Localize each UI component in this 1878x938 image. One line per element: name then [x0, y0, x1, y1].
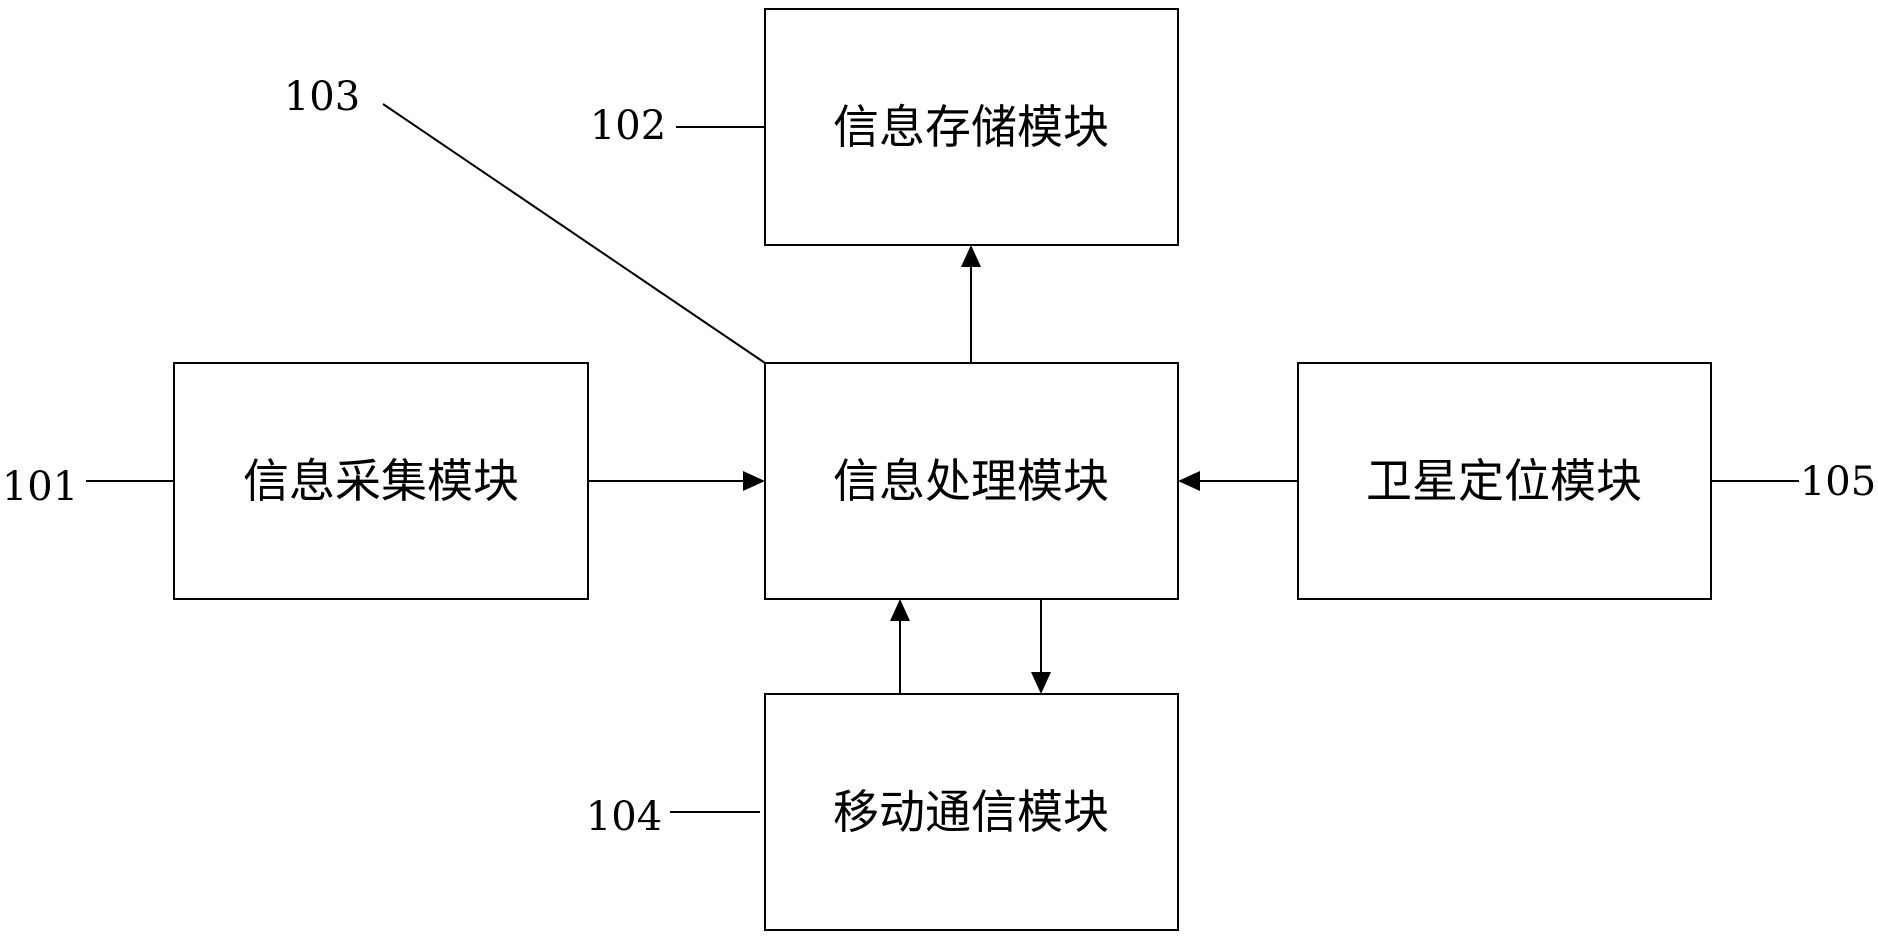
- module-mobile-box: [764, 693, 1179, 931]
- arrow-satellite-to-processing: [1178, 471, 1298, 491]
- module-satellite: 卫星定位模块: [1297, 362, 1712, 600]
- module-storage-label: 信息存储模块: [833, 100, 1109, 154]
- ref-label-103: 103: [284, 74, 360, 120]
- arrowhead-left: [1178, 471, 1200, 491]
- ref-label-105: 105: [1800, 459, 1876, 505]
- arrow-acquisition-to-processing: [588, 471, 765, 491]
- arrowhead-up: [890, 599, 910, 621]
- module-mobile-label: 移动通信模块: [833, 785, 1109, 839]
- leader-line-103: [382, 103, 766, 364]
- module-acquisition-label: 信息采集模块: [243, 454, 519, 508]
- module-processing-label: 信息处理模块: [833, 454, 1109, 508]
- module-storage-box: [764, 8, 1179, 246]
- module-acquisition-box: [173, 362, 589, 600]
- module-storage: 信息存储模块: [764, 8, 1179, 246]
- module-acquisition: 信息采集模块: [173, 362, 589, 600]
- arrow-processing-to-storage: [961, 245, 981, 363]
- arrowhead-right: [743, 471, 765, 491]
- ref-label-104: 104: [586, 794, 662, 840]
- module-satellite-box: [1297, 362, 1712, 600]
- module-satellite-label: 卫星定位模块: [1366, 454, 1642, 508]
- arrowhead-up: [961, 245, 981, 267]
- ref-label-101: 101: [2, 464, 78, 510]
- ref-label-102: 102: [590, 103, 666, 149]
- module-processing: 信息处理模块: [764, 362, 1179, 600]
- arrowhead-down: [1031, 672, 1051, 694]
- arrow-processing-to-mobile: [1031, 599, 1051, 694]
- module-mobile: 移动通信模块: [764, 693, 1179, 931]
- arrow-mobile-to-processing: [890, 599, 910, 694]
